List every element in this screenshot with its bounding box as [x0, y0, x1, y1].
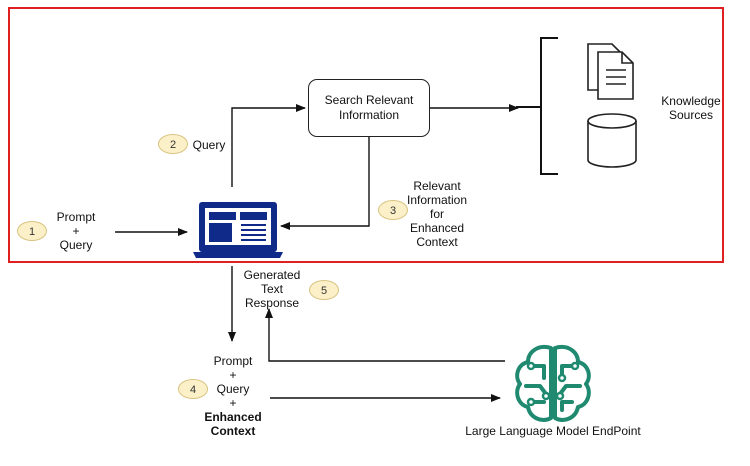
step-4-bold-line-2: Context	[210, 424, 256, 438]
search-box-line-1: Search Relevant	[324, 93, 414, 107]
step-1-label: Prompt + Query	[48, 210, 104, 252]
step-1-badge: 1	[17, 221, 47, 241]
step-5-line-3: Response	[244, 296, 300, 310]
knowledge-line-1: Knowledge	[661, 94, 721, 108]
arrows	[115, 104, 519, 402]
step-3-line-1: Relevant	[413, 179, 461, 193]
laptop-icon	[193, 202, 283, 258]
knowledge-line-2: Sources	[668, 108, 714, 122]
step-2-label: Query	[192, 138, 226, 152]
step-1-line-1: Prompt	[56, 210, 96, 224]
step-1-line-3: Query	[59, 238, 93, 252]
step-5-label: Generated Text Response	[236, 268, 308, 310]
brain-circuit-icon	[515, 345, 591, 422]
step-4-line-1: Prompt	[213, 354, 253, 368]
step-4-label: Prompt + Query + Enhanced Context	[200, 354, 266, 438]
step-5-line-2: Text	[260, 282, 283, 296]
step-1-line-2: +	[72, 224, 80, 238]
step-5-badge: 5	[309, 280, 339, 300]
retrieval-frame	[8, 7, 724, 263]
knowledge-sources-label: Knowledge Sources	[652, 94, 730, 122]
step-2-badge: 2	[158, 134, 188, 154]
step-3-label: Relevant Information for Enhanced Contex…	[400, 179, 474, 249]
documents-icon	[587, 43, 634, 100]
step-5-line-1: Generated	[243, 268, 301, 282]
step-3-line-4: Enhanced	[409, 221, 465, 235]
step-3-line-5: Context	[416, 235, 458, 249]
step-4-line-2: +	[229, 368, 237, 382]
step-3-badge: 3	[378, 200, 408, 220]
llm-endpoint-label: Large Language Model EndPoint	[465, 424, 641, 438]
step-3-line-2: Information	[406, 193, 468, 207]
arrow-llm-to-response	[265, 308, 505, 362]
step-4-badge: 4	[178, 379, 208, 399]
arrow-search-to-laptop	[280, 137, 370, 230]
search-relevant-information-box: Search Relevant Information	[308, 79, 430, 137]
brain-circuit-nodes	[526, 361, 580, 407]
search-box-line-2: Information	[338, 108, 400, 122]
database-icon	[587, 113, 637, 168]
step-4-line-3: Query	[216, 382, 250, 396]
step-4-line-4: +	[229, 396, 237, 410]
knowledge-bracket	[516, 37, 558, 175]
arrow-query-to-search	[231, 104, 306, 187]
step-4-bold-line-1: Enhanced	[204, 410, 262, 424]
step-3-line-3: for	[429, 207, 444, 221]
